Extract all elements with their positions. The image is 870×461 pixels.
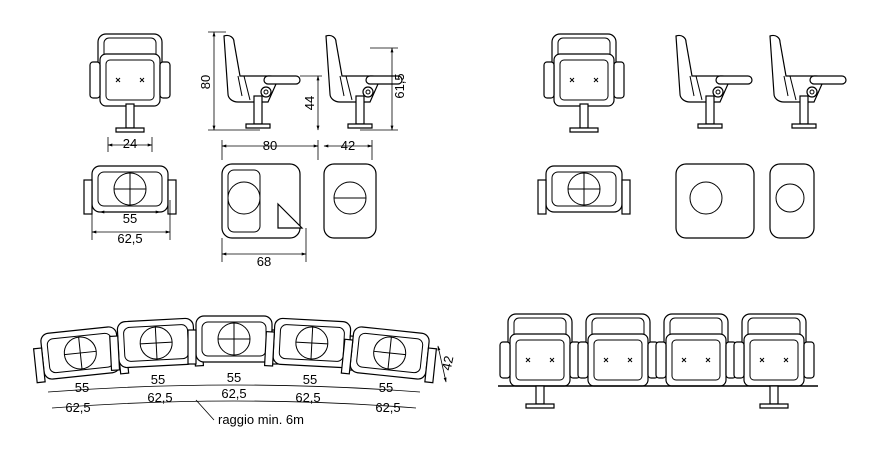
plan-view-left: 55 62,5 68 xyxy=(83,163,377,269)
dim-80-depth: 80 xyxy=(263,138,277,153)
straight-row xyxy=(498,313,818,409)
curve-55-3: 55 xyxy=(227,370,241,385)
dim-42-depth: 42 xyxy=(341,138,355,153)
dim-68: 68 xyxy=(257,254,271,269)
curve-62-5-2: 62,5 xyxy=(147,390,172,405)
dim-61-5: 61,5 xyxy=(392,73,407,98)
front-view-right xyxy=(537,33,847,239)
dim-80-height: 80 xyxy=(198,75,213,89)
dim-55-plan: 55 xyxy=(123,211,137,226)
dim-62-5-plan: 62,5 xyxy=(117,231,142,246)
plan-dims-top: 80 42 xyxy=(221,138,373,160)
dim-42-row: 42 xyxy=(439,354,457,371)
curve-62-5-3: 62,5 xyxy=(221,386,246,401)
dim-44: 44 xyxy=(302,96,317,110)
curve-55-5: 55 xyxy=(379,380,393,395)
radius-note: raggio min. 6m xyxy=(218,412,304,427)
curve-62-5-4: 62,5 xyxy=(295,390,320,405)
curve-62-5-5: 62,5 xyxy=(375,400,400,415)
curve-55-2: 55 xyxy=(151,372,165,387)
curve-55-1: 55 xyxy=(75,380,89,395)
curve-55-4: 55 xyxy=(303,372,317,387)
curve-62-5-1: 62,5 xyxy=(65,400,90,415)
curved-row: 55 55 55 55 55 62,5 62,5 62,5 62,5 62,5 … xyxy=(31,315,457,427)
front-view-left: 24 xyxy=(89,33,171,152)
dim-24: 24 xyxy=(123,136,137,151)
side-view-left: 80 44 61,5 xyxy=(198,31,407,131)
